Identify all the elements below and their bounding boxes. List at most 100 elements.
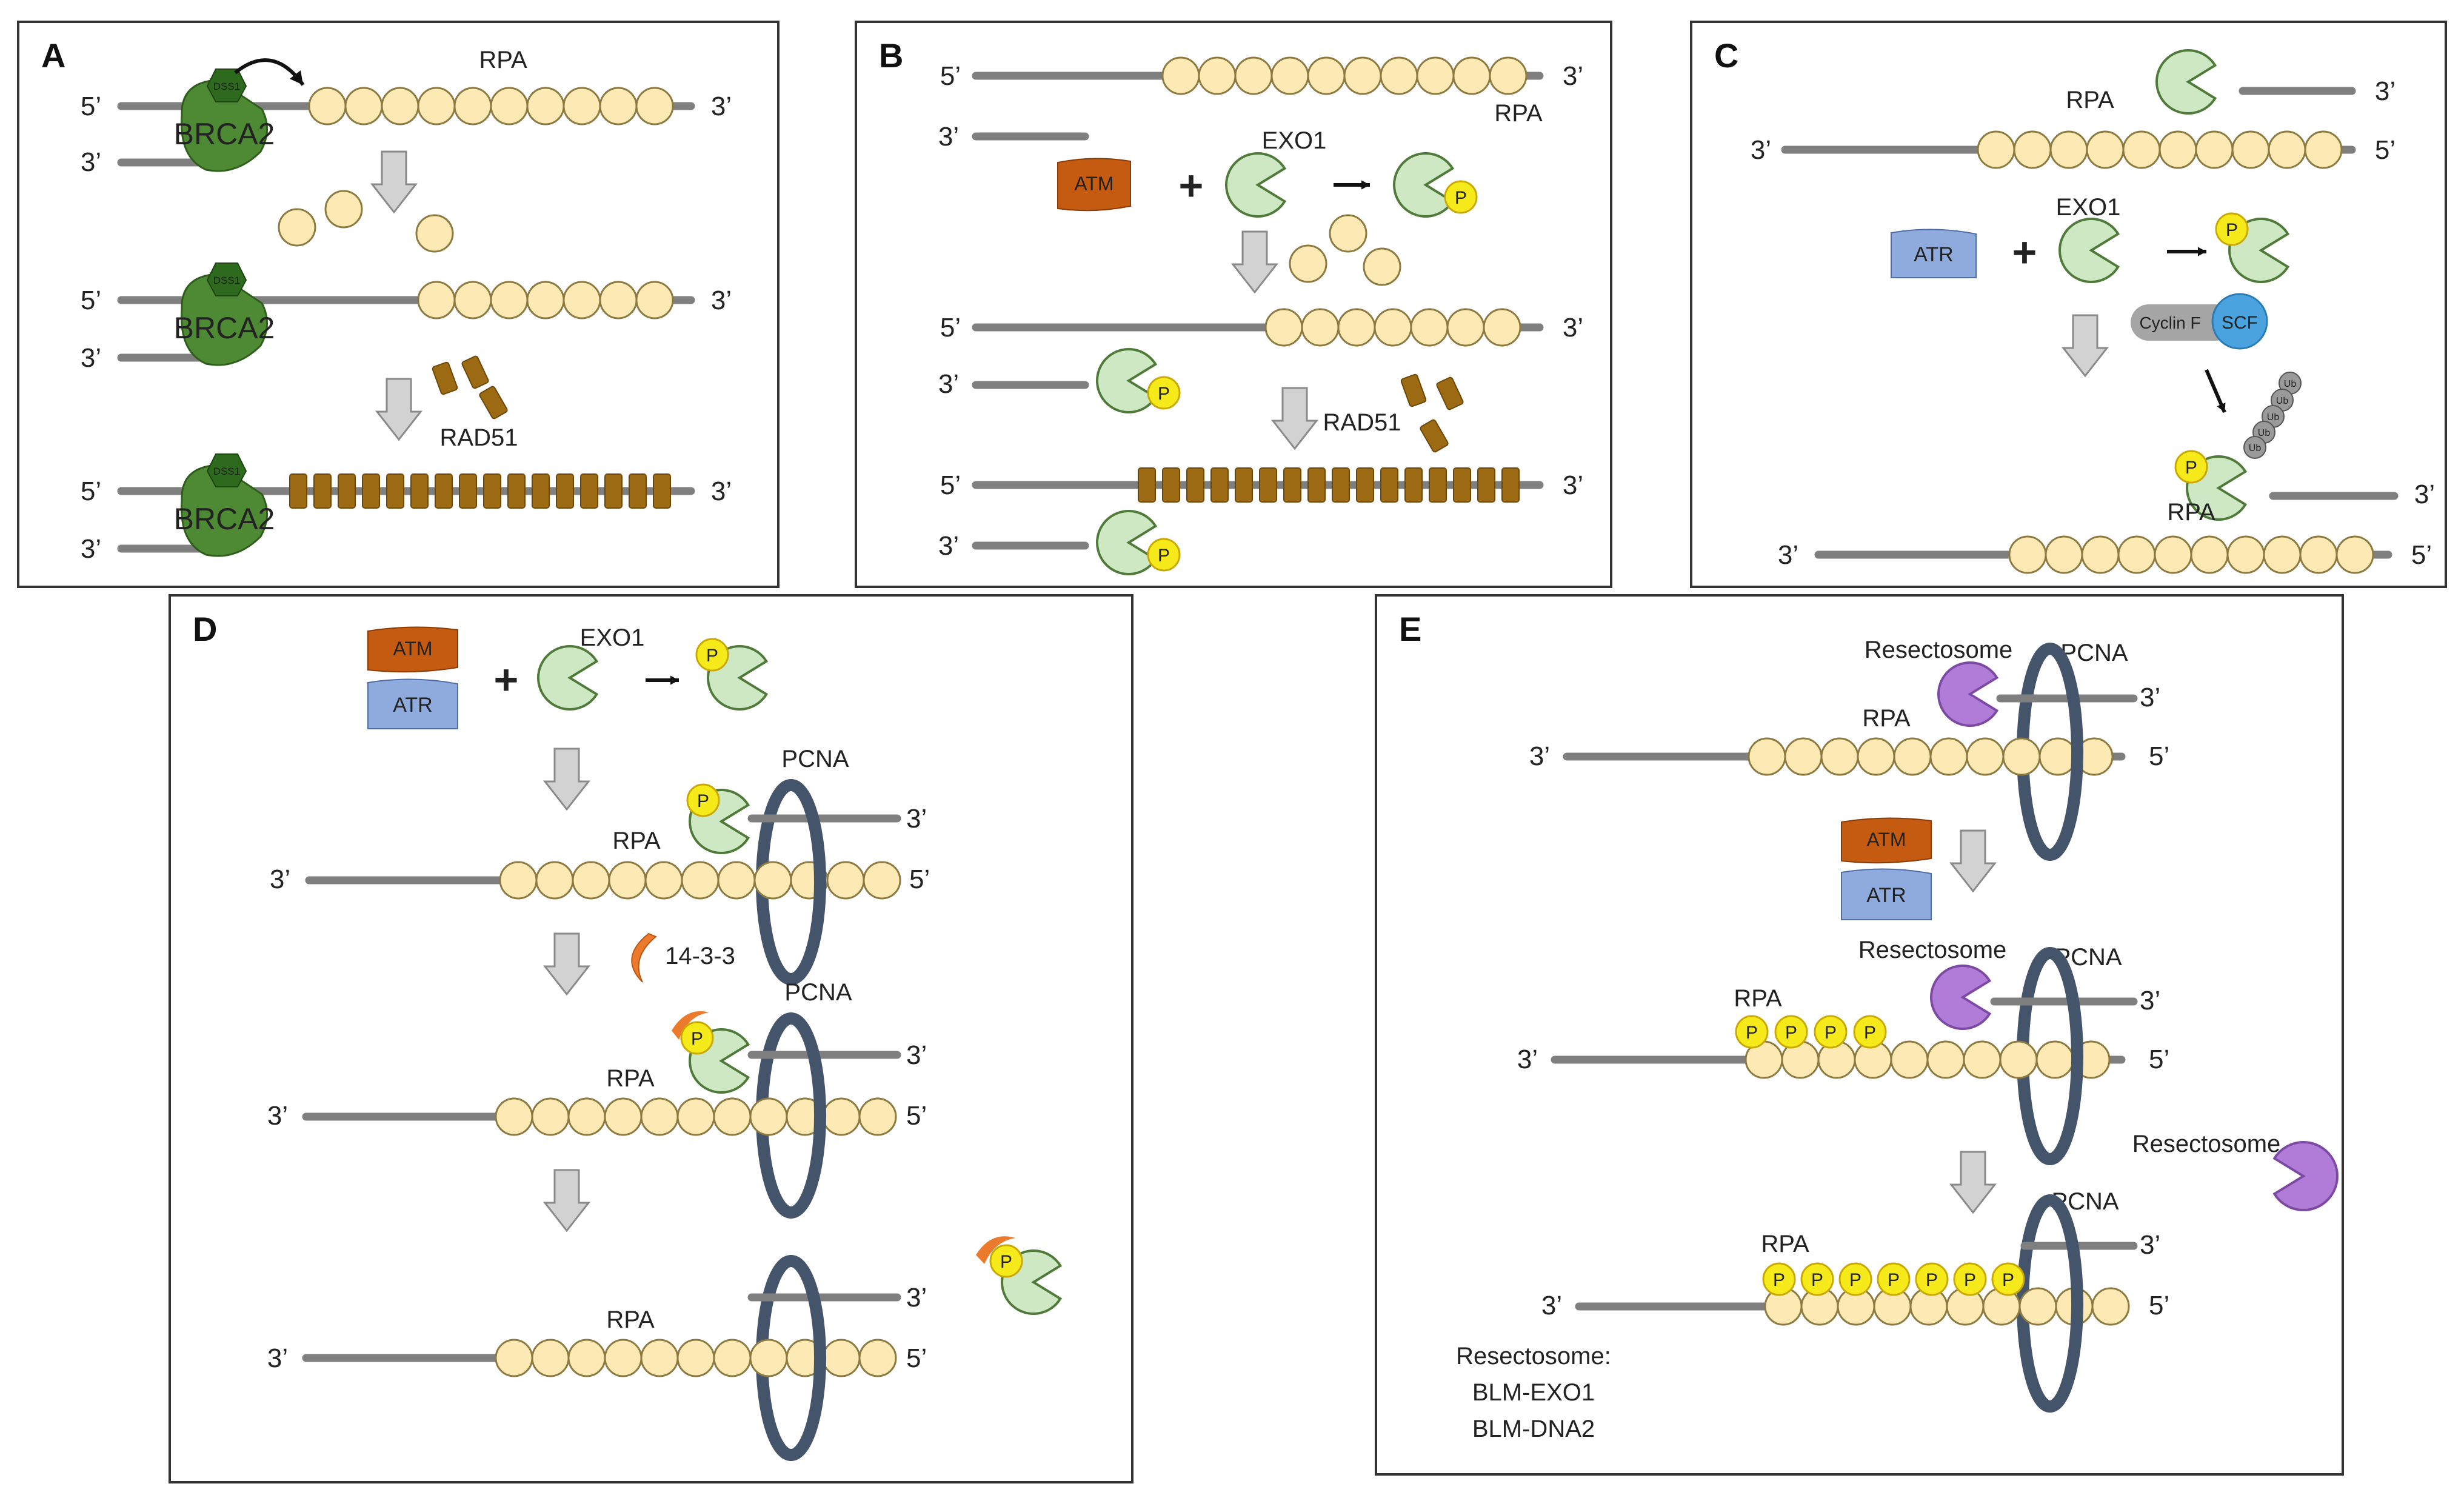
rad51-filament-unit: [629, 473, 647, 509]
phospho-marker: [1800, 1262, 1834, 1296]
rpa-filament: [499, 861, 901, 900]
strand-end-5prime: 5’: [2411, 540, 2432, 570]
plus-sign: +: [494, 656, 519, 703]
rad51-filament-unit: [556, 473, 574, 509]
rpa-bead: [1264, 308, 1303, 347]
strand-end-3prime: 3’: [1517, 1045, 1538, 1074]
rpa-bead: [2086, 130, 2125, 169]
rad51-filament-unit: [1429, 467, 1447, 503]
brca2-label: BRCA2: [174, 502, 275, 536]
rpa-bead: [681, 861, 720, 900]
cyclin-f-label: Cyclin F: [2139, 313, 2200, 332]
rpa-bead: [1446, 308, 1485, 347]
atr-label: ATR: [393, 694, 432, 717]
rpa-filament: [495, 1097, 897, 1136]
atm-label: ATM: [393, 638, 432, 660]
rpa-bead: [2049, 130, 2088, 169]
strand-end-3prime: 3’: [1563, 61, 1583, 91]
rpa-bead: [599, 87, 638, 125]
phospho-label: P: [1811, 1270, 1823, 1290]
phospho-label: P: [2002, 1270, 2014, 1290]
panel-B-letter: B: [879, 36, 903, 75]
plus-sign: +: [2012, 229, 2037, 276]
resectosome-complex: [1930, 965, 1992, 1030]
rpa-bead: [599, 281, 638, 319]
rpa-bead: [749, 1097, 788, 1136]
free-rpa-bead: [1289, 244, 1327, 283]
rad51-filament-unit: [1186, 467, 1204, 503]
phospho-label: P: [1746, 1023, 1758, 1043]
panel-A-letter: A: [41, 36, 65, 75]
rad51-filament-unit: [653, 473, 671, 509]
rpa-bead: [417, 281, 456, 319]
brca2-protein: [181, 464, 268, 557]
rpa-bead: [1270, 56, 1309, 95]
rpa-bead: [676, 1339, 715, 1377]
strand-end-3prime: 3’: [81, 343, 101, 373]
atr-kinase: [367, 678, 458, 729]
rpa-bead: [567, 1097, 606, 1136]
phospho-marker: [1991, 1262, 2025, 1296]
rpa-label: RPA: [612, 828, 661, 854]
strand-end-5prime: 5’: [906, 1101, 927, 1131]
strand-end-5prime: 5’: [906, 1343, 927, 1373]
strand-end-5prime: 5’: [940, 61, 961, 91]
resectosome-legend-item: BLM-EXO1: [1472, 1379, 1595, 1406]
rpa-bead: [1337, 308, 1376, 347]
rpa-bead: [2035, 1040, 2074, 1079]
rad51-filament-unit: [1453, 467, 1471, 503]
rpa-bead: [1977, 130, 2015, 169]
protein-14-3-3: [672, 1011, 709, 1040]
strand-end-3prime: 3’: [711, 286, 732, 315]
resectosome-label: Resectosome: [2132, 1131, 2281, 1157]
free-rpa-bead: [415, 214, 454, 253]
phospho-label: P: [706, 646, 718, 666]
phospho-marker: [1915, 1262, 1949, 1296]
rpa-bead: [753, 861, 792, 900]
rpa-bead: [1301, 308, 1340, 347]
rpa-filament: [1748, 737, 2114, 776]
rpa-bead: [826, 861, 865, 900]
rad51-filament-unit: [483, 473, 501, 509]
rpa-bead: [640, 1339, 679, 1377]
phospho-marker: [1774, 1015, 1808, 1049]
strand-end-5prime: 5’: [940, 470, 961, 500]
rad51-free-monomer: [461, 355, 489, 389]
rpa-bead: [495, 1097, 533, 1136]
pcna-clamp-front: [785, 1012, 826, 1219]
rpa-label: RPA: [606, 1065, 655, 1092]
rad51-filament-unit: [1356, 467, 1374, 503]
rad51-filament: [1138, 467, 1520, 503]
phospho-marker: [1853, 1015, 1887, 1049]
strand-end-3prime: 3’: [2375, 76, 2396, 106]
rpa-filament: [1764, 1287, 2130, 1326]
rpa-bead: [2008, 535, 2047, 574]
rad51-filament-unit: [580, 473, 598, 509]
ubiquitin-label: Ub: [2258, 428, 2271, 438]
strand-end-5prime: 5’: [2149, 1045, 2169, 1074]
rpa-bead: [604, 1339, 643, 1377]
resectosome-label: Resectosome: [1865, 637, 2013, 663]
phospho-marker: [1953, 1262, 1987, 1296]
rpa-bead: [1820, 737, 1859, 776]
rpa-bead: [1748, 737, 1786, 776]
rpa-bead: [2091, 1287, 2130, 1326]
resectosome-label: Resectosome: [1858, 937, 2007, 963]
rpa-bead: [2081, 535, 2120, 574]
rad51-filament-unit: [532, 473, 550, 509]
rpa-bead: [749, 1339, 788, 1377]
rpa-bead: [644, 861, 683, 900]
phospho-label: P: [1158, 546, 1170, 566]
rpa-bead: [2195, 130, 2234, 169]
ubiquitin-label: Ub: [2249, 443, 2262, 453]
strand-end-5prime: 5’: [2375, 135, 2396, 165]
rad51-filament-unit: [1307, 467, 1326, 503]
resectosome-legend-title: Resectosome:: [1456, 1343, 1611, 1370]
strand-end-5prime: 5’: [81, 92, 101, 121]
rpa-bead: [863, 861, 901, 900]
rpa-bead: [531, 1339, 570, 1377]
atr-label: ATR: [1866, 884, 1906, 907]
protein-14-3-3: [976, 1236, 1015, 1264]
rpa-bead: [1857, 737, 1895, 776]
process-arrow: [543, 932, 591, 996]
